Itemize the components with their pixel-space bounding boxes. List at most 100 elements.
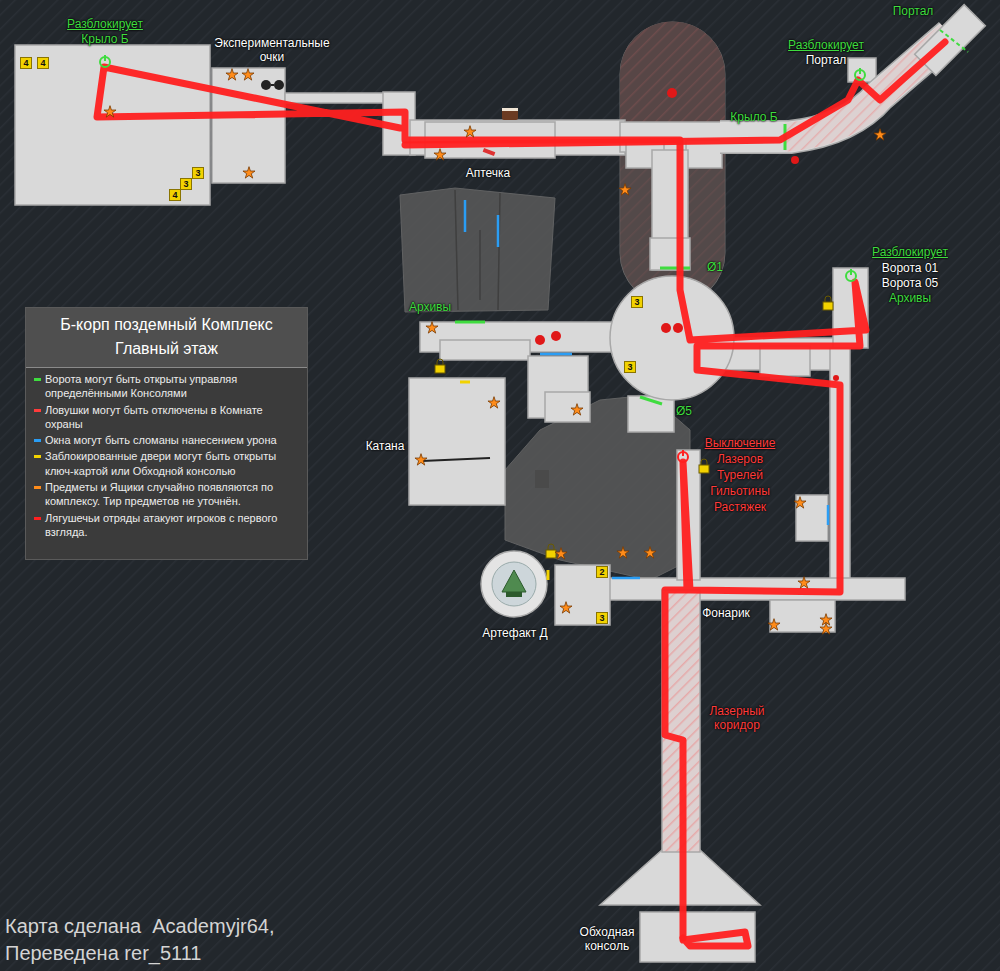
room xyxy=(545,392,590,422)
gate-name: Архивы xyxy=(409,300,451,314)
zone-name: Портал xyxy=(893,4,934,18)
gate-name: Крыло Б xyxy=(730,110,777,124)
item-icon xyxy=(422,458,490,461)
item-star xyxy=(571,404,583,415)
portal-wing xyxy=(720,35,950,137)
crate-tier: 3 xyxy=(627,363,632,372)
padlock-icon xyxy=(699,465,709,473)
locked-door xyxy=(460,381,470,384)
padlock-icon xyxy=(546,550,556,558)
security-caption: Выключение xyxy=(705,436,776,450)
legend-text: Ворота могут быть открыты управляя опред… xyxy=(45,372,301,401)
window-line xyxy=(540,353,572,356)
padlock-icon xyxy=(437,359,443,365)
legend-row: Окна могут быть сломаны нанесением урона xyxy=(34,433,301,447)
legend-swatch xyxy=(34,486,41,489)
item-star xyxy=(555,548,567,559)
gate-line xyxy=(660,267,690,270)
room xyxy=(409,378,505,505)
archive-structure xyxy=(479,230,481,300)
legend-swatch xyxy=(34,378,41,381)
crate-badge: 2 xyxy=(596,566,608,578)
trap-name: Лазеров xyxy=(717,452,763,466)
frog-squad-icon xyxy=(673,323,683,333)
window-line xyxy=(464,200,467,232)
item-name: Катана xyxy=(366,439,405,453)
console-icon xyxy=(100,55,865,281)
item-star xyxy=(768,619,780,630)
credit-watermark: Карта сделана Academyjr64, Переведена re… xyxy=(5,913,305,967)
window-line xyxy=(612,577,640,580)
room xyxy=(555,565,610,625)
crate-badge: 4 xyxy=(37,57,49,69)
item-icon xyxy=(502,109,518,120)
central-capsule xyxy=(620,22,725,306)
legend-text: Лягушечьи отряды атакуют игроков с перво… xyxy=(45,511,301,540)
item-icon xyxy=(502,108,518,111)
item-icon xyxy=(535,470,549,488)
locked-door xyxy=(460,382,548,580)
legend-text: Ловушки могут быть отключены в Комнате о… xyxy=(45,403,301,432)
archive-structure xyxy=(498,193,500,310)
item-star xyxy=(488,397,500,408)
legend-text: Окна могут быть сломаны нанесением урона xyxy=(45,433,277,447)
frog-squad-icon xyxy=(535,335,545,345)
legend-body: Ворота могут быть открыты управляя опред… xyxy=(26,368,307,547)
crate-badge: 3 xyxy=(631,296,643,308)
console-icon xyxy=(859,68,861,74)
gate-number: Ø1 xyxy=(707,260,723,274)
legend-panel: Б-корп поздемный Комплекс Главный этажВо… xyxy=(25,307,308,560)
item-star xyxy=(104,106,116,117)
crate-badge: 4 xyxy=(20,57,32,69)
item-star xyxy=(644,547,656,558)
window-line xyxy=(497,215,500,247)
crate-tier: 3 xyxy=(195,169,200,178)
artifact-pedestal xyxy=(481,551,547,617)
unlock-caption: Разблокирует xyxy=(872,245,948,259)
unlock-caption: Разблокирует xyxy=(788,38,864,52)
item-name: Фонарик xyxy=(702,606,750,620)
crate-tier: 3 xyxy=(599,614,604,623)
dark-zone xyxy=(400,188,555,312)
crate-badge: 3 xyxy=(192,167,204,179)
padlock-icon xyxy=(825,296,831,302)
trap-name: Гильотины xyxy=(710,484,770,498)
unlock-caption: Разблокирует xyxy=(67,17,143,31)
frog-squad-icon xyxy=(833,375,839,381)
crate-badge: 3 xyxy=(180,178,192,190)
crate-badge: 3 xyxy=(624,361,636,373)
legend-row: Лягушечьи отряды атакуют игроков с перво… xyxy=(34,511,301,540)
gate-line xyxy=(455,124,785,404)
console-icon xyxy=(850,269,852,275)
unlock-target: Крыло Б xyxy=(81,32,128,46)
item-star xyxy=(619,184,631,195)
trap-name: Растяжек xyxy=(714,500,766,514)
item-star xyxy=(617,547,629,558)
item-star xyxy=(226,69,238,80)
item-name: Артефакт Д xyxy=(482,626,547,640)
archive-structure xyxy=(455,190,500,310)
padlock-icon xyxy=(548,544,554,550)
legend-swatch xyxy=(34,439,41,442)
console-icon xyxy=(682,450,684,456)
room xyxy=(760,346,810,376)
padlock-icon xyxy=(823,302,833,310)
room xyxy=(15,45,905,962)
room xyxy=(628,396,674,432)
window-line xyxy=(827,505,830,525)
gate-line xyxy=(640,397,662,404)
item-star xyxy=(794,497,806,508)
hazard-name: Лазерный коридор xyxy=(709,704,764,733)
item-star xyxy=(415,454,427,465)
room xyxy=(640,912,755,962)
item-star xyxy=(464,126,476,137)
central-capsule xyxy=(620,22,725,305)
artifact-pedestal xyxy=(481,551,547,617)
item-icon xyxy=(483,148,496,156)
room xyxy=(285,93,385,103)
artifact-pedestal xyxy=(506,592,522,597)
room xyxy=(440,340,530,360)
crate-tier: 4 xyxy=(40,59,45,68)
legend-row: Предметы и Ящики случайно появляются по … xyxy=(34,480,301,509)
